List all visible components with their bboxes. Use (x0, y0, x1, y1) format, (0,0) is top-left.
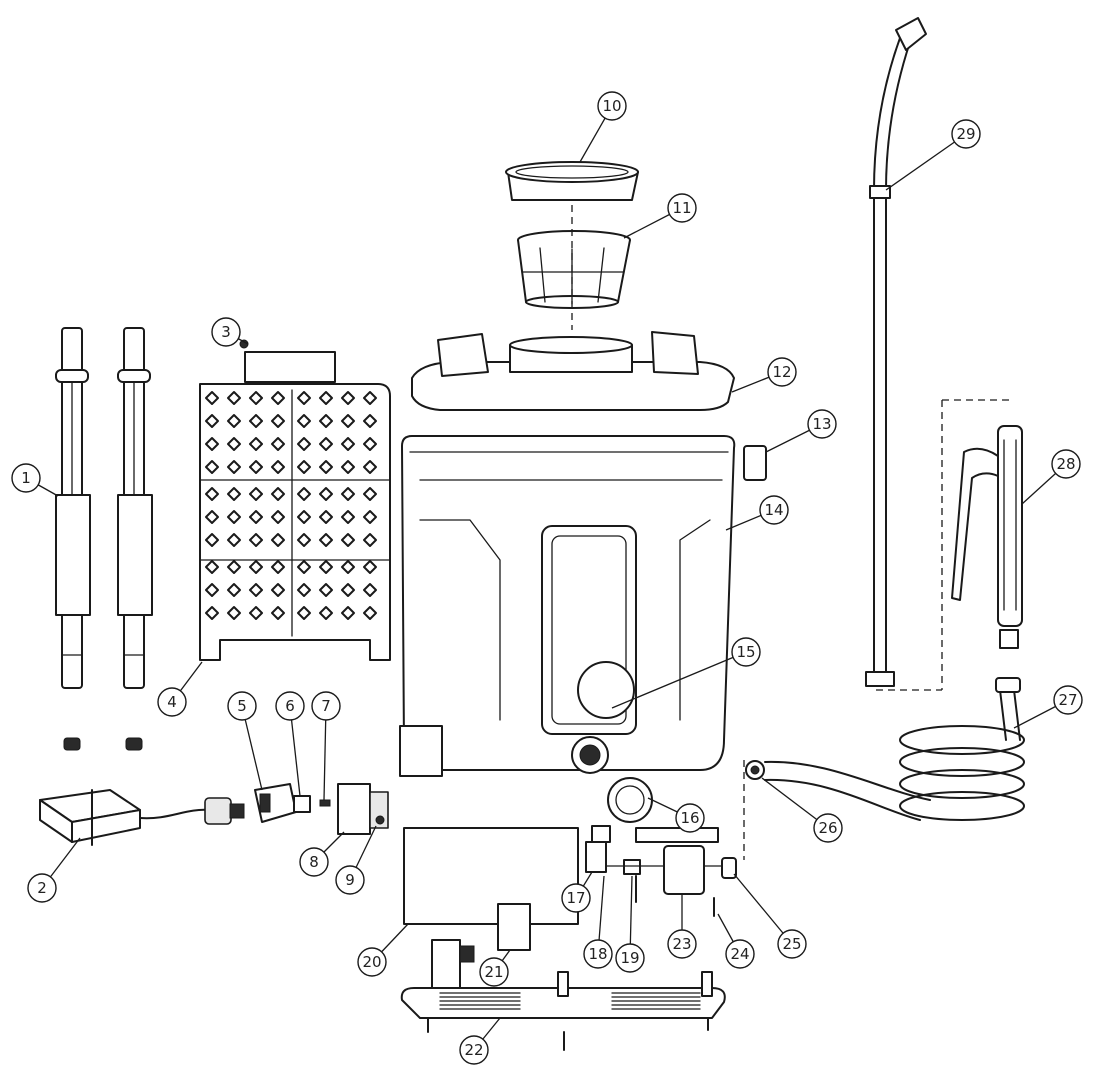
callout-8-label: 8 (309, 853, 319, 871)
charger (39, 789, 245, 846)
callout-13: 13 (807, 409, 837, 439)
callout-15: 15 (731, 637, 761, 667)
callout-24-label: 24 (730, 945, 749, 963)
callout-4-label: 4 (167, 693, 177, 711)
clip (743, 445, 767, 481)
callout-24: 24 (725, 939, 755, 969)
callout-15-label: 15 (736, 643, 755, 661)
base-plate (400, 971, 726, 1051)
callout-19-label: 19 (620, 949, 639, 967)
callout-1-label: 1 (21, 469, 31, 487)
callout-29-leader (885, 133, 967, 191)
battery (403, 827, 579, 925)
callout-27: 27 (1053, 685, 1083, 715)
callout-22-label: 22 (464, 1041, 483, 1059)
callout-14-label: 14 (764, 501, 783, 519)
callout-15-leader (611, 651, 747, 709)
callout-19: 19 (615, 943, 645, 973)
callout-7-label: 7 (321, 697, 331, 715)
callout-12: 12 (767, 357, 797, 387)
shoulder-straps (55, 327, 153, 751)
callout-18-label: 18 (588, 945, 607, 963)
pressure-gauge (607, 777, 653, 823)
callout-9-label: 9 (345, 871, 355, 889)
callout-16-label: 16 (680, 809, 699, 827)
callout-25-label: 25 (782, 935, 801, 953)
callout-20: 20 (357, 947, 387, 977)
callout-7-leader (323, 705, 327, 801)
hose (745, 677, 1025, 821)
callout-25-leader (733, 873, 793, 945)
callout-20-label: 20 (362, 953, 381, 971)
callout-3: 3 (211, 317, 241, 347)
callout-23-label: 23 (672, 935, 691, 953)
callout-26-label: 26 (818, 819, 837, 837)
back-panel (199, 339, 391, 661)
battery-brackets (431, 903, 531, 991)
callout-23: 23 (667, 929, 697, 959)
callout-16: 16 (675, 803, 705, 833)
callout-2-label: 2 (37, 879, 47, 897)
tank (399, 435, 736, 777)
top-cover (411, 331, 735, 411)
callout-7: 7 (311, 691, 341, 721)
callout-11-label: 11 (672, 199, 691, 217)
filter-basket (517, 230, 631, 309)
callout-25: 25 (777, 929, 807, 959)
callout-11: 11 (667, 193, 697, 223)
callout-28-label: 28 (1056, 455, 1075, 473)
switch-assembly (254, 783, 389, 835)
callout-18: 18 (583, 939, 613, 969)
callout-29: 29 (951, 119, 981, 149)
callout-6-leader (289, 705, 301, 797)
lid-ring (505, 161, 639, 201)
trigger-handle (876, 399, 1023, 691)
callout-1: 1 (11, 463, 41, 493)
callout-8: 8 (299, 847, 329, 877)
callout-9: 9 (335, 865, 365, 895)
callout-28: 28 (1051, 449, 1081, 479)
callout-10-label: 10 (602, 97, 621, 115)
callout-6-label: 6 (285, 697, 295, 715)
callout-29-label: 29 (956, 125, 975, 143)
callout-5: 5 (227, 691, 257, 721)
callout-27-label: 27 (1058, 691, 1077, 709)
callout-14: 14 (759, 495, 789, 525)
callout-22: 22 (459, 1035, 489, 1065)
callout-17: 17 (561, 883, 591, 913)
callout-26: 26 (813, 813, 843, 843)
callout-12-label: 12 (772, 363, 791, 381)
callout-21-label: 21 (484, 963, 503, 981)
pump-assembly (585, 825, 737, 917)
callout-17-label: 17 (566, 889, 585, 907)
callout-10: 10 (597, 91, 627, 121)
callout-2: 2 (27, 873, 57, 903)
callout-4: 4 (157, 687, 187, 717)
callout-3-label: 3 (221, 323, 231, 341)
callout-5-label: 5 (237, 697, 247, 715)
callout-13-label: 13 (812, 415, 831, 433)
spray-lance (865, 17, 927, 687)
callout-6: 6 (275, 691, 305, 721)
callout-21: 21 (479, 957, 509, 987)
